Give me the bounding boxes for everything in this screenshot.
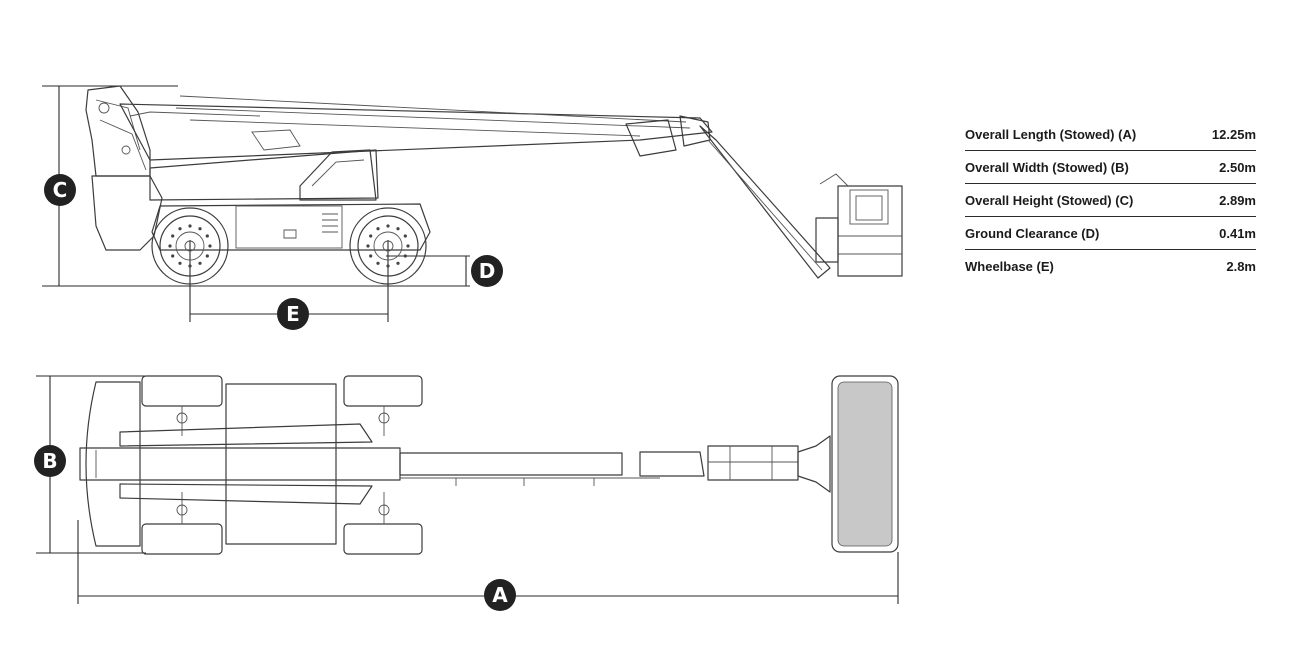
wheel-bolt bbox=[403, 234, 407, 238]
tire-front-left bbox=[343, 375, 423, 407]
spec-label: Ground Clearance (D) bbox=[965, 225, 1100, 241]
wheel-bolt bbox=[171, 234, 175, 238]
spec-value: 2.8m bbox=[1226, 259, 1256, 274]
spec-value: 2.89m bbox=[1219, 192, 1256, 208]
tire-front-right bbox=[343, 523, 423, 555]
svg-text:C: C bbox=[53, 178, 68, 202]
badge-a: A bbox=[484, 579, 516, 611]
wheel-bolt bbox=[198, 227, 202, 231]
jib-top bbox=[707, 445, 799, 481]
spec-row: Overall Width (Stowed) (B) 2.50m bbox=[965, 151, 1256, 184]
jib bbox=[699, 125, 831, 279]
wheel-bolt bbox=[386, 224, 390, 228]
wheel-bolt bbox=[188, 224, 192, 228]
boom-lift-drawing: C D E bbox=[34, 85, 903, 611]
wheel-bolt bbox=[178, 227, 182, 231]
wheel-bolt bbox=[208, 244, 212, 248]
wheel-bolt bbox=[406, 244, 410, 248]
spec-table: Overall Length (Stowed) (A) 12.25m Overa… bbox=[965, 118, 1256, 283]
spec-value: 2.50m bbox=[1219, 159, 1256, 175]
spec-label: Overall Length (Stowed) (A) bbox=[965, 126, 1137, 142]
wheel-bolt bbox=[205, 234, 209, 238]
tire-rear-right bbox=[141, 523, 223, 555]
chassis bbox=[151, 203, 431, 251]
spec-value: 12.25m bbox=[1211, 126, 1256, 142]
svg-text:D: D bbox=[479, 259, 496, 283]
spec-row: Wheelbase (E) 2.8m bbox=[965, 250, 1256, 283]
chassis-top bbox=[225, 383, 337, 545]
wheel-bolt bbox=[396, 227, 400, 231]
badge-d: D bbox=[471, 255, 503, 287]
tire-rear-left bbox=[141, 375, 223, 407]
wheel-bolt bbox=[369, 234, 373, 238]
platform-top bbox=[831, 375, 899, 553]
svg-text:E: E bbox=[286, 302, 300, 326]
wheel-bolt bbox=[366, 244, 370, 248]
wheel-bolt bbox=[198, 261, 202, 265]
turret bbox=[85, 85, 151, 177]
wheel-bolt bbox=[386, 264, 390, 268]
rear-wheel bbox=[151, 207, 229, 285]
wheel-bolt bbox=[168, 244, 172, 248]
wheel-bolt bbox=[396, 261, 400, 265]
spec-row: Overall Length (Stowed) (A) 12.25m bbox=[965, 118, 1256, 151]
spec-label: Overall Height (Stowed) (C) bbox=[965, 192, 1134, 208]
counterweight bbox=[91, 175, 163, 251]
badge-c: C bbox=[44, 174, 76, 206]
spec-label: Wheelbase (E) bbox=[965, 259, 1054, 274]
svg-text:A: A bbox=[492, 583, 508, 607]
spec-value: 0.41m bbox=[1219, 225, 1256, 241]
wheel-bolt bbox=[376, 261, 380, 265]
main-boom-top bbox=[79, 447, 401, 481]
wheel-bolt bbox=[188, 264, 192, 268]
main-boom bbox=[119, 103, 713, 161]
spec-row: Ground Clearance (D) 0.41m bbox=[965, 217, 1256, 250]
top-view: B A bbox=[34, 375, 899, 611]
spec-row: Overall Height (Stowed) (C) 2.89m bbox=[965, 184, 1256, 217]
wheel-bolt bbox=[171, 254, 175, 258]
badge-b: B bbox=[34, 445, 66, 477]
wheel-bolt bbox=[369, 254, 373, 258]
counterweight-top bbox=[85, 381, 141, 547]
side-view: C D E bbox=[42, 85, 903, 330]
badge-e: E bbox=[277, 298, 309, 330]
platform-side bbox=[815, 173, 903, 277]
wheel-bolt bbox=[178, 261, 182, 265]
svg-text:B: B bbox=[42, 449, 57, 473]
front-wheel bbox=[349, 207, 427, 285]
wheel-bolt bbox=[376, 227, 380, 231]
wheel-bolt bbox=[403, 254, 407, 258]
wheel-bolt bbox=[205, 254, 209, 258]
spec-label: Overall Width (Stowed) (B) bbox=[965, 159, 1129, 175]
